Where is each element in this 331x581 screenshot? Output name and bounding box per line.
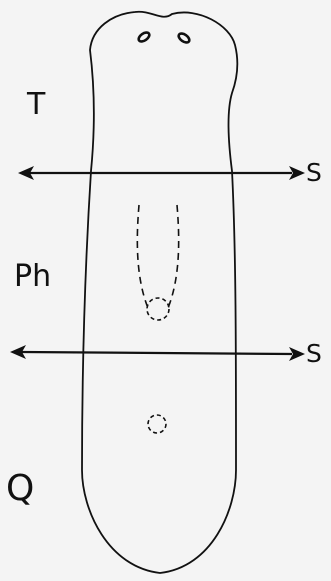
cut-label-1: S xyxy=(306,158,322,187)
arrowhead-left-2 xyxy=(10,345,26,359)
genital-pore xyxy=(147,414,167,434)
right-eye xyxy=(177,32,191,44)
body-outline xyxy=(81,10,239,574)
pharynx xyxy=(136,204,180,309)
region-label-pharynx: Ph xyxy=(14,259,52,294)
cut-line-2 xyxy=(10,345,305,361)
left-eye xyxy=(137,31,151,43)
pharynx-opening xyxy=(146,297,170,321)
arrowhead-right-2 xyxy=(289,347,305,361)
region-label-posterior: Q xyxy=(6,468,35,509)
arrowhead-left-1 xyxy=(18,166,34,180)
cut-label-2: S xyxy=(306,339,322,368)
region-label-anterior: T xyxy=(27,87,46,122)
arrowhead-right-1 xyxy=(289,166,305,180)
cut-line-1 xyxy=(18,166,305,180)
